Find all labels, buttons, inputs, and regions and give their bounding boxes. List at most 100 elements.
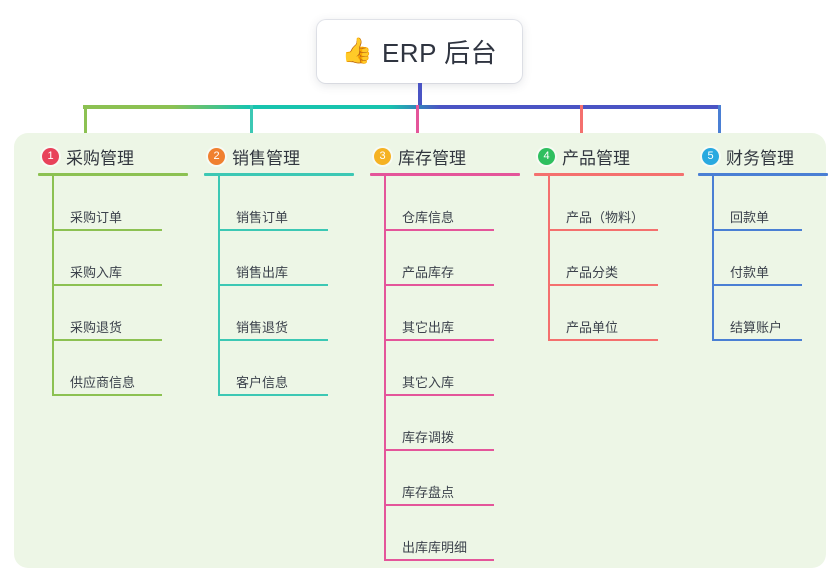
branch-item[interactable]: 采购入库 [52,231,188,286]
branch-number-badge: 3 [374,147,391,165]
branch-spine-line [52,176,54,396]
branch-item-rule [384,394,494,396]
branch-item[interactable]: 销售订单 [218,176,354,231]
branch-item[interactable]: 库存调拨 [384,396,520,451]
branch-item[interactable]: 采购订单 [52,176,188,231]
branch-item-rule [384,449,494,451]
thumbs-up-icon: 👍 [341,37,373,65]
branch-item[interactable]: 销售出库 [218,231,354,286]
branch-item[interactable]: 付款单 [712,231,828,286]
branch-item-rule [52,339,162,341]
branch-item-rule [218,339,328,341]
branch-number-badge: 1 [42,147,59,165]
branch-column-2: 2 销售管理销售订单销售出库销售退货客户信息 [204,143,354,396]
branch-drop-line-1 [84,105,87,145]
branch-item-label: 出库库明细 [402,540,468,555]
branch-item[interactable]: 产品（物料） [548,176,684,231]
branch-item-label: 回款单 [730,210,770,225]
branch-item-label: 付款单 [730,265,770,280]
branch-item[interactable]: 仓库信息 [384,176,520,231]
branch-title: 产品管理 [562,148,630,168]
branch-item-rule [218,394,328,396]
branch-item-label: 结算账户 [730,320,783,335]
branch-drop-line-2 [250,105,253,145]
branch-item-rule [52,394,162,396]
branch-drop-line-5 [718,105,721,145]
branch-item-label: 仓库信息 [402,210,455,225]
branch-item[interactable]: 出库库明细 [384,506,520,561]
root-node[interactable]: 👍 ERP 后台 [317,20,522,83]
branch-title: 采购管理 [66,148,134,168]
branch-item-rule [52,229,162,231]
branch-item-rule [548,229,658,231]
root-title: ERP 后台 [381,38,498,68]
branch-item[interactable]: 产品分类 [548,231,684,286]
branch-number-badge: 2 [208,147,225,165]
branch-item-list: 采购订单采购入库采购退货供应商信息 [38,176,188,396]
branch-item-label: 其它出库 [402,320,455,335]
branch-header-rule [698,173,828,176]
branch-item[interactable]: 其它出库 [384,286,520,341]
branch-header-1[interactable]: 1 采购管理 [38,143,188,169]
branch-header-rule [534,173,684,176]
branch-item[interactable]: 产品库存 [384,231,520,286]
branch-item-label: 销售退货 [236,320,289,335]
branch-item-rule [384,339,494,341]
branch-item[interactable]: 结算账户 [712,286,828,341]
branch-item-label: 客户信息 [236,375,289,390]
branch-item-label: 产品库存 [402,265,455,280]
branches-panel [14,133,826,568]
branch-item-list: 仓库信息产品库存其它出库其它入库库存调拨库存盘点出库库明细 [370,176,520,561]
branch-item-rule [712,284,802,286]
branch-header-2[interactable]: 2 销售管理 [204,143,354,169]
branch-header-4[interactable]: 4 产品管理 [534,143,684,169]
branch-item-rule [384,284,494,286]
branch-item-list: 销售订单销售出库销售退货客户信息 [204,176,354,396]
branch-item-list: 产品（物料） 产品分类产品单位 [534,176,684,341]
branch-item-list: 回款单付款单结算账户 [698,176,828,341]
branch-item-rule [218,229,328,231]
branch-item[interactable]: 库存盘点 [384,451,520,506]
branch-item-label: 供应商信息 [70,375,136,390]
branch-spine-line [712,176,714,341]
branch-column-4: 4 产品管理产品（物料） 产品分类产品单位 [534,143,684,341]
branch-item[interactable]: 回款单 [712,176,828,231]
branch-item-label: 销售订单 [236,210,289,225]
branch-header-rule [38,173,188,176]
branch-item[interactable]: 供应商信息 [52,341,188,396]
branch-item-label: 库存盘点 [402,485,455,500]
branch-item-rule [52,284,162,286]
branch-item-label: 产品单位 [566,320,619,335]
branch-bus-line [83,105,720,109]
branch-item-rule [384,504,494,506]
branch-spine-line [384,176,386,561]
branch-item[interactable]: 产品单位 [548,286,684,341]
branch-number-badge: 5 [702,147,719,165]
branch-item-label: 其它入库 [402,375,455,390]
branch-item[interactable]: 采购退货 [52,286,188,341]
branch-title: 销售管理 [232,148,300,168]
branch-item-rule [712,339,802,341]
branch-header-rule [204,173,354,176]
branch-header-rule [370,173,520,176]
branch-number-badge: 4 [538,147,555,165]
branch-spine-line [218,176,220,396]
branch-item[interactable]: 销售退货 [218,286,354,341]
branch-item-rule [218,284,328,286]
branch-item-rule [712,229,802,231]
branch-item-label: 产品（物料） [566,210,645,225]
branch-item-label: 采购退货 [70,320,123,335]
branch-item-rule [384,559,494,561]
branch-item-label: 采购订单 [70,210,123,225]
branch-item[interactable]: 客户信息 [218,341,354,396]
branch-item[interactable]: 其它入库 [384,341,520,396]
branch-drop-line-3 [416,105,419,145]
branch-item-label: 采购入库 [70,265,123,280]
branch-column-1: 1 采购管理采购订单采购入库采购退货供应商信息 [38,143,188,396]
branch-item-rule [384,229,494,231]
